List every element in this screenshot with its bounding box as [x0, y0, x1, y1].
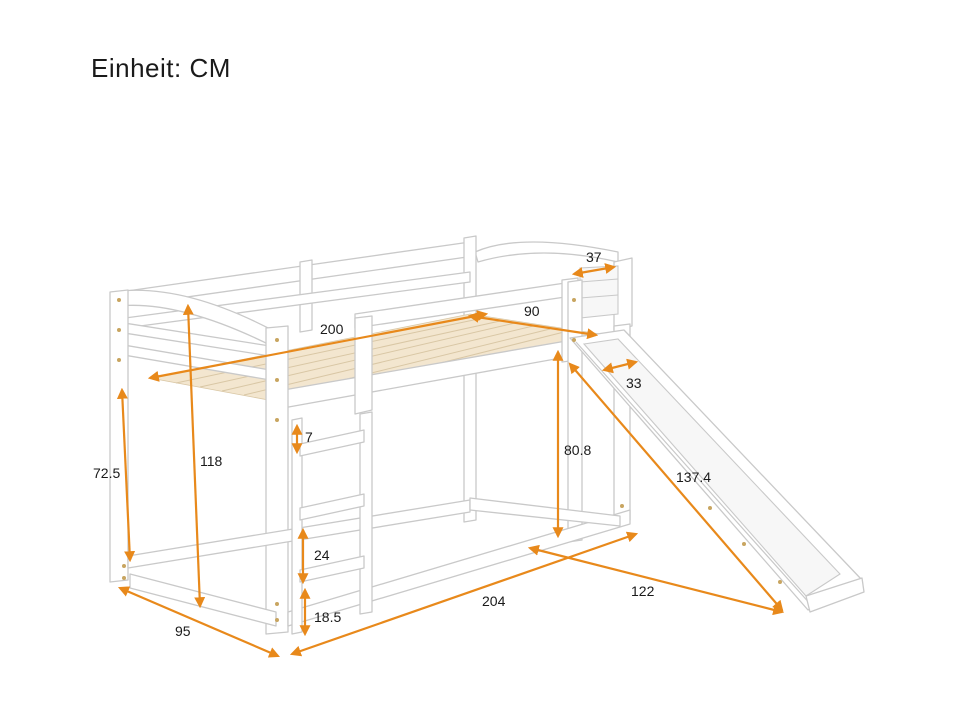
label-95: 95 — [175, 623, 191, 639]
label-200: 200 — [320, 321, 344, 337]
label-118: 118 — [200, 453, 223, 469]
unit-title: Einheit: CM — [91, 53, 231, 83]
dim-line-200 — [147, 310, 489, 382]
dim-line-72-5 — [116, 387, 136, 563]
label-33: 33 — [626, 375, 642, 391]
dim-line-37 — [571, 263, 617, 278]
label-122: 122 — [631, 583, 655, 599]
dim-line-122 — [527, 544, 785, 616]
dim-line-90 — [467, 311, 599, 340]
dim-line-118 — [182, 303, 206, 609]
label-24: 24 — [314, 547, 330, 563]
label-37: 37 — [586, 249, 602, 265]
label-204: 204 — [482, 593, 506, 609]
label-72-5: 72.5 — [93, 465, 120, 481]
dim-line-204 — [289, 531, 639, 657]
dim-line-95 — [117, 586, 281, 658]
label-137-4: 137.4 — [676, 469, 711, 485]
label-80-8: 80.8 — [564, 442, 591, 458]
label-90: 90 — [524, 303, 540, 319]
label-7: 7 — [305, 429, 313, 445]
label-18-5: 18.5 — [314, 609, 341, 625]
dimension-labels: 200 90 37 33 137.4 80.8 118 72.5 7 24 18… — [93, 249, 711, 639]
dimension-lines — [116, 263, 785, 658]
